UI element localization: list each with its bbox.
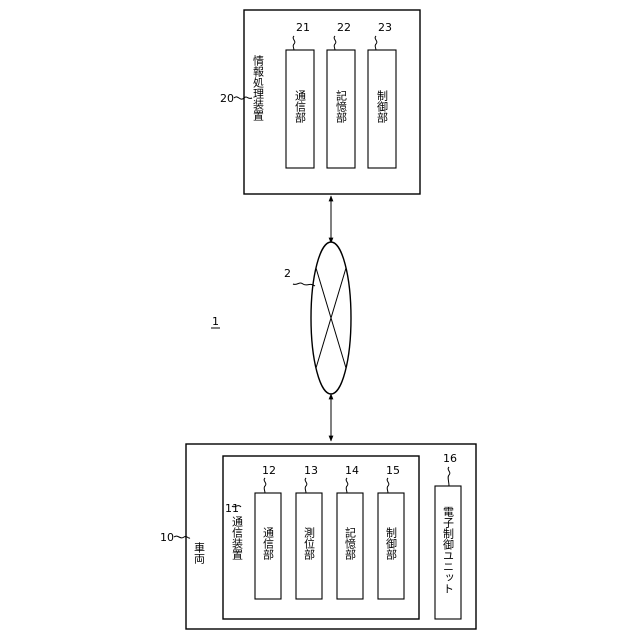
ecu-label: 電子制御ユニット (442, 506, 455, 594)
info-part-storage-ref: 22 (337, 21, 351, 34)
info-part-control-label: 制御部 (376, 90, 389, 123)
veh-part-positioning-label: 測位部 (303, 526, 316, 560)
info-device: 情報処理装置 20 通信部 21 記憶部 22 制御部 23 (220, 10, 420, 194)
comm-device-ref: 11 (225, 502, 239, 515)
ecu-ref: 16 (443, 452, 457, 465)
info-part-storage-label: 記憶部 (335, 89, 348, 123)
network: 2 (284, 196, 351, 441)
veh-part-control-label: 制御部 (385, 527, 398, 560)
comm-device-label: 通信装置 (231, 516, 244, 560)
veh-part-storage-label: 記憶部 (344, 526, 357, 560)
veh-part-positioning-ref: 13 (304, 464, 318, 477)
info-part-control-ref: 23 (378, 21, 392, 34)
system-ref-number: 1 (212, 315, 219, 328)
network-leader (293, 283, 315, 286)
vehicle-ref: 10 (160, 531, 174, 544)
comm-device: 通信装置 11 通信部 12 測位部 13 記憶部 14 (223, 456, 419, 619)
vehicle-label: 車両 (193, 541, 206, 565)
veh-part-comm-label: 通信部 (262, 527, 275, 560)
system-ref: 1 (211, 315, 220, 328)
veh-part-storage-ref: 14 (345, 464, 359, 477)
veh-part-comm-ref: 12 (262, 464, 276, 477)
vehicle: 車両 10 通信装置 11 通信部 12 測位部 13 記憶部 (160, 444, 476, 629)
info-part-comm-label: 通信部 (294, 90, 307, 123)
info-device-ref: 20 (220, 92, 234, 105)
info-part-comm-ref: 21 (296, 21, 310, 34)
veh-part-control-ref: 15 (386, 464, 400, 477)
network-ref: 2 (284, 267, 291, 280)
info-device-label: 情報処理装置 (252, 55, 265, 121)
